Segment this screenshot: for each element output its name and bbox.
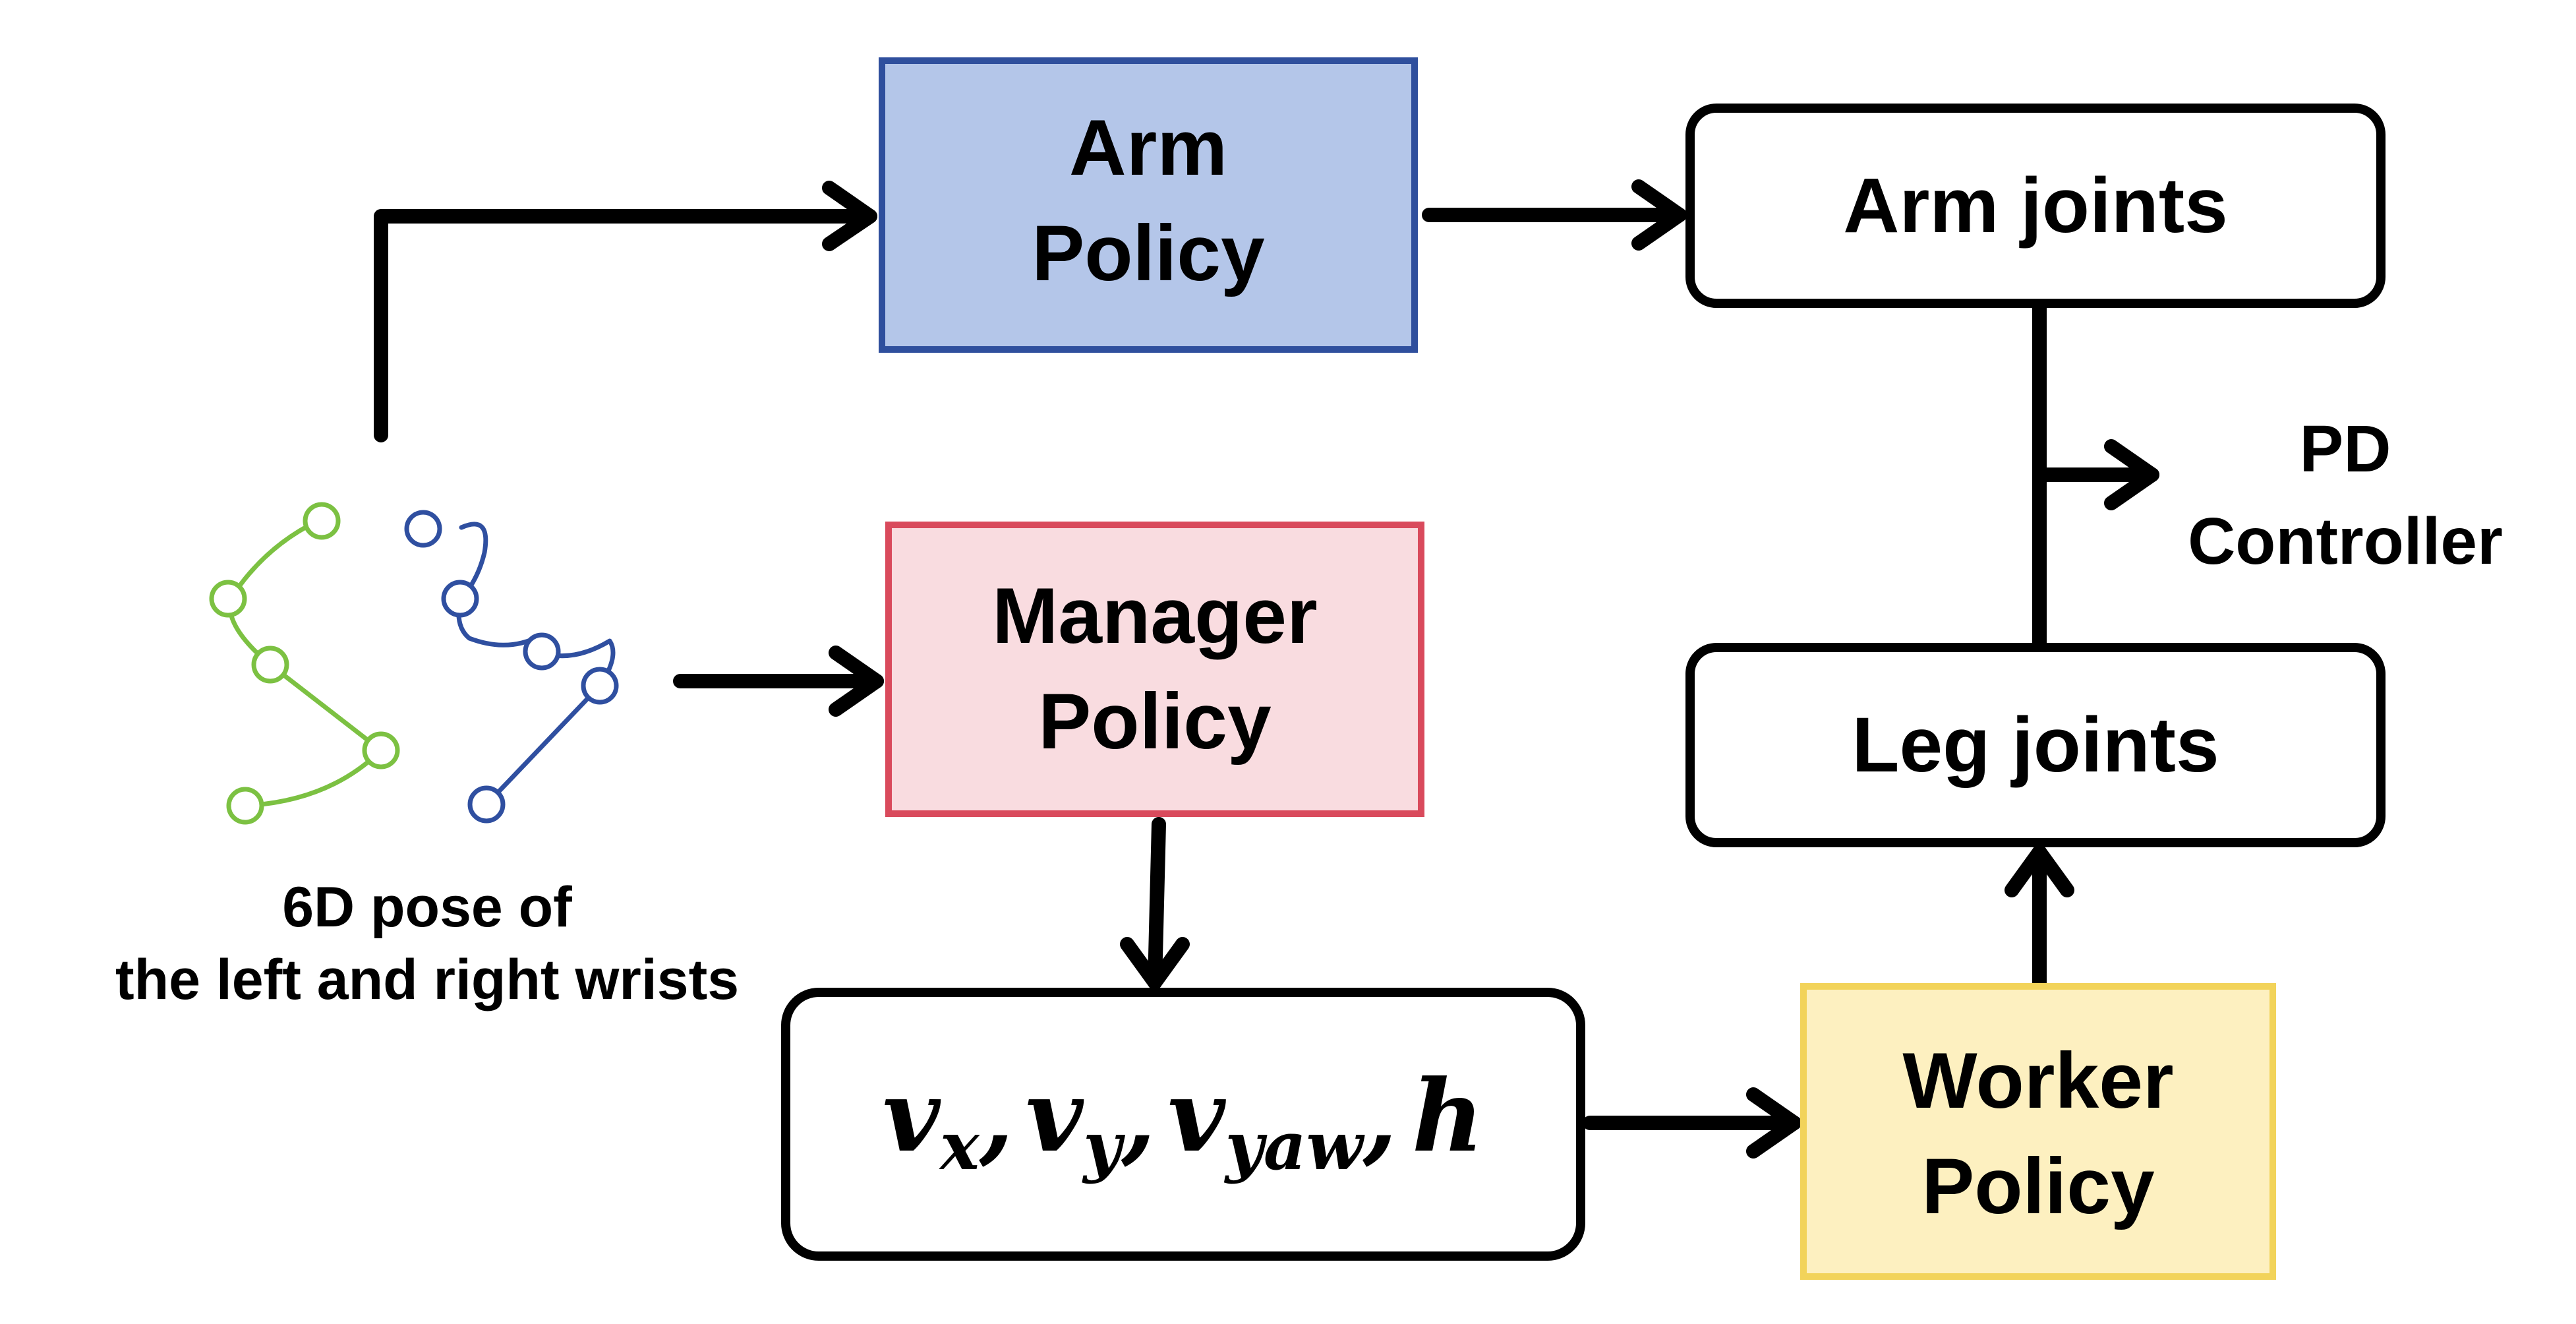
vy-subscript: y xyxy=(1082,1107,1125,1185)
left-wrist-keypoint xyxy=(226,787,264,825)
left-wrist-keypoint xyxy=(209,580,247,618)
arrow-manager-to-command xyxy=(1148,817,1166,990)
arrowhead-command xyxy=(1120,937,1190,990)
worker-policy-label-2: Policy xyxy=(1921,1142,2155,1230)
command-vector-box xyxy=(781,988,1585,1261)
wrist-pose-trajectories-icon xyxy=(209,502,619,825)
h-var: h xyxy=(1412,1058,1484,1174)
input-caption: 6D pose of the left and right wrists xyxy=(115,876,739,1011)
command-vector-node: vx,vy,vyaw,h xyxy=(781,988,1585,1261)
manager-policy-label-1: Manager xyxy=(992,572,1317,660)
vy-var: v xyxy=(1026,1058,1084,1174)
right-wrist-keypoint xyxy=(404,510,442,548)
connectors xyxy=(374,179,2159,1158)
worker-policy-box xyxy=(1800,983,2276,1280)
vx-subscript: x xyxy=(939,1107,980,1185)
pd-controller-label-group: PD Controller xyxy=(2188,412,2503,578)
right-wrist-trajectory xyxy=(404,510,619,824)
arm-policy-node: Arm Policy xyxy=(879,57,1418,353)
comma-1: , xyxy=(979,1058,1014,1174)
arrowhead-pd-controller xyxy=(2104,439,2159,510)
arm-policy-label-2: Policy xyxy=(1032,209,1265,297)
right-wrist-keypoint xyxy=(523,632,561,671)
left-wrist-keypoint xyxy=(362,731,400,769)
input-caption-line-1: 6D pose of xyxy=(282,876,572,939)
arm-policy-label-1: Arm xyxy=(1069,104,1227,192)
left-wrist-trajectory xyxy=(209,502,400,825)
arrowhead-arm-joints xyxy=(1631,179,1687,251)
manager-policy-label-2: Policy xyxy=(1038,677,1272,766)
arm-joints-node: Arm joints xyxy=(1685,104,2386,308)
comma-2: , xyxy=(1121,1058,1156,1174)
left-wrist-path xyxy=(227,518,384,808)
arrowhead-manager-policy xyxy=(829,646,884,717)
arm-joints-box xyxy=(1685,104,2386,308)
comma-3: , xyxy=(1362,1058,1397,1174)
manager-policy-box xyxy=(885,522,1424,817)
arrowhead-leg-joints xyxy=(2005,845,2074,897)
input-caption-line-2: the left and right wrists xyxy=(115,948,739,1011)
right-wrist-keypoint xyxy=(467,785,506,824)
arm-joints-label: Arm joints xyxy=(1843,162,2228,249)
vyaw-var: v xyxy=(1168,1058,1227,1174)
arrowhead-worker xyxy=(1746,1087,1801,1158)
command-vector-formula: vx,vy,vyaw,h xyxy=(883,1058,1484,1185)
leg-joints-box xyxy=(1685,643,2386,847)
arrowhead-arm-policy xyxy=(822,181,877,251)
leg-joints-label: Leg joints xyxy=(1852,702,2219,789)
manager-policy-node: Manager Policy xyxy=(885,522,1424,817)
worker-policy-node: Worker Policy xyxy=(1800,983,2276,1280)
pd-controller-label-2: Controller xyxy=(2188,504,2503,578)
arm-policy-box xyxy=(879,57,1418,353)
right-wrist-keypoint xyxy=(581,667,619,705)
pd-controller-label-1: PD xyxy=(2300,412,2391,486)
vx-var: v xyxy=(883,1058,941,1174)
arrow-input-to-arm-policy xyxy=(374,209,877,442)
left-wrist-keypoint xyxy=(251,646,289,684)
vyaw-subscript: yaw xyxy=(1224,1107,1365,1185)
right-wrist-keypoint xyxy=(441,580,479,618)
leg-joints-node: Leg joints xyxy=(1685,643,2386,847)
worker-policy-label-1: Worker xyxy=(1902,1037,2173,1125)
right-wrist-path xyxy=(456,522,616,807)
left-wrist-keypoint xyxy=(303,502,341,540)
